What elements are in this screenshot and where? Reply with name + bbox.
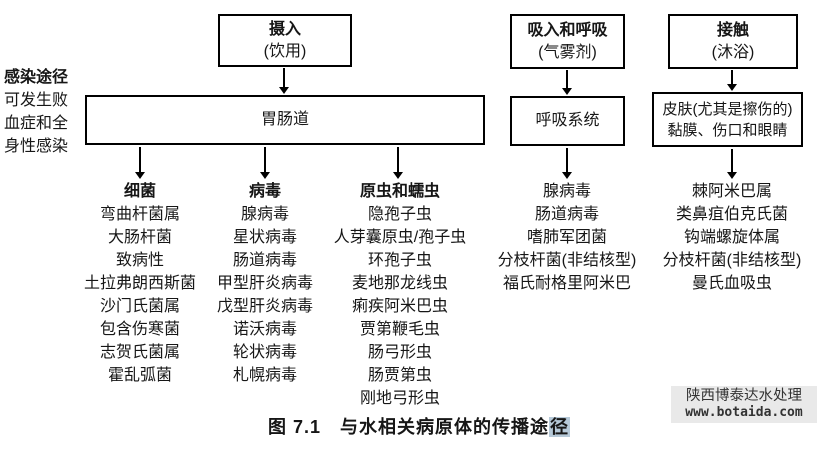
target-box-respiratory: 呼吸系统 bbox=[510, 96, 625, 146]
pathogen-item: 霍乱弧菌 bbox=[107, 367, 172, 384]
pathogen-list: 腺病毒星状病毒肠道病毒甲型肝炎病毒戊型肝炎病毒诺沃病毒轮状病毒札幌病毒 bbox=[190, 203, 340, 387]
route-title: 摄入 bbox=[268, 20, 301, 38]
pathogen-item: 腺病毒 bbox=[542, 183, 591, 200]
pathogen-item: 肠贾第虫 bbox=[367, 367, 432, 384]
route-box-contact: 接触 (沐浴) bbox=[668, 14, 798, 69]
down-arrow-connector bbox=[135, 147, 145, 179]
caption-highlighted-char: 径 bbox=[549, 417, 571, 437]
column-bacteria: 细菌 弯曲杆菌属大肠杆菌致病性土拉弗朗西斯菌沙门氏菌属包含伤寒菌志贺氏菌属霍乱弧… bbox=[55, 180, 225, 387]
down-arrow-connector bbox=[562, 148, 572, 179]
pathogen-item: 贾第鞭毛虫 bbox=[359, 321, 440, 338]
target-label: 呼吸系统 bbox=[535, 112, 600, 129]
pathogen-item: 肠道病毒 bbox=[534, 206, 599, 223]
target-box-skin: 皮肤(尤其是擦伤的) 黏膜、伤口和眼睛 bbox=[652, 92, 803, 147]
route-title: 吸入和呼吸 bbox=[527, 21, 608, 39]
down-arrow-connector bbox=[260, 147, 270, 179]
down-arrow-connector bbox=[727, 149, 737, 179]
pathogen-item: 甲型肝炎病毒 bbox=[216, 275, 313, 292]
pathogen-item: 分枝杆菌(非结核型) bbox=[662, 252, 802, 269]
pathogen-item: 痢疾阿米巴虫 bbox=[351, 298, 448, 315]
pathogen-item: 大肠杆菌 bbox=[107, 229, 172, 246]
pathogen-item: 隐孢子虫 bbox=[367, 206, 432, 223]
target-label-line2: 黏膜、伤口和眼睛 bbox=[667, 121, 788, 139]
pathogen-item: 棘阿米巴属 bbox=[691, 183, 772, 200]
pathogen-item: 肠道病毒 bbox=[232, 252, 297, 269]
pathogen-item: 沙门氏菌属 bbox=[99, 298, 180, 315]
down-arrow-connector bbox=[562, 70, 572, 95]
pathogen-item: 曼氏血吸虫 bbox=[691, 275, 772, 292]
down-arrow-connector bbox=[727, 70, 737, 91]
pathogen-item: 刚地弓形虫 bbox=[359, 390, 440, 407]
pathogen-item: 类鼻疽伯克氏菌 bbox=[675, 206, 788, 223]
pathogen-item: 福氏耐格里阿米巴 bbox=[502, 275, 631, 292]
pathogen-item: 麦地那龙线虫 bbox=[351, 275, 448, 292]
pathogen-item: 轮状病毒 bbox=[232, 344, 297, 361]
route-subtitle: (饮用) bbox=[263, 42, 307, 60]
pathogen-item: 戊型肝炎病毒 bbox=[216, 298, 313, 315]
column-header: 原虫和蠕虫 bbox=[359, 183, 440, 200]
pathogen-item: 星状病毒 bbox=[232, 229, 297, 246]
left-note-line: 血症和全 bbox=[4, 115, 69, 132]
pathogen-item: 钩端螺旋体属 bbox=[683, 229, 780, 246]
target-label: 胃肠道 bbox=[260, 111, 309, 128]
pathogen-list: 弯曲杆菌属大肠杆菌致病性土拉弗朗西斯菌沙门氏菌属包含伤寒菌志贺氏菌属霍乱弧菌 bbox=[55, 203, 225, 387]
route-box-ingestion: 摄入 (饮用) bbox=[218, 14, 352, 67]
pathogen-item: 札幌病毒 bbox=[232, 367, 297, 384]
caption-text: 图 7.1 与水相关病原体的传播途 bbox=[268, 417, 550, 437]
pathogen-list: 棘阿米巴属类鼻疽伯克氏菌钩端螺旋体属分枝杆菌(非结核型) 曼氏血吸虫 bbox=[642, 180, 822, 295]
left-note: 感染途径 可发生败 血症和全 身性感染 bbox=[4, 66, 68, 158]
pathogen-item: 腺病毒 bbox=[240, 206, 289, 223]
pathogen-item: 环孢子虫 bbox=[367, 252, 432, 269]
column-respiratory-pathogens: 腺病毒肠道病毒嗜肺军团菌分枝杆菌(非结核型) 福氏耐格里阿米巴 bbox=[477, 180, 657, 295]
pathogen-item: 弯曲杆菌属 bbox=[99, 206, 180, 223]
target-label-line1: 皮肤(尤其是擦伤的) bbox=[662, 100, 793, 118]
pathogen-item: 致病性 bbox=[115, 252, 164, 269]
watermark-company: 陕西博泰达水处理 bbox=[686, 388, 802, 404]
column-header: 细菌 bbox=[123, 183, 156, 200]
column-protozoa-helminths: 原虫和蠕虫 隐孢子虫人芽囊原虫/孢子虫环孢子虫麦地那龙线虫痢疾阿米巴虫贾第鞭毛虫… bbox=[310, 180, 490, 410]
down-arrow-connector bbox=[279, 68, 289, 94]
route-subtitle: (沐浴) bbox=[711, 43, 755, 61]
pathogen-item: 土拉弗朗西斯菌 bbox=[83, 275, 196, 292]
pathogen-item: 嗜肺军团菌 bbox=[526, 229, 607, 246]
target-box-gi-tract: 胃肠道 bbox=[85, 95, 485, 145]
left-note-line: 可发生败 bbox=[4, 92, 69, 109]
column-header: 病毒 bbox=[248, 183, 281, 200]
pathogen-item: 人芽囊原虫/孢子虫 bbox=[333, 229, 467, 246]
left-note-line: 身性感染 bbox=[4, 138, 69, 155]
pathogen-list: 腺病毒肠道病毒嗜肺军团菌分枝杆菌(非结核型) 福氏耐格里阿米巴 bbox=[477, 180, 657, 295]
left-note-title: 感染途径 bbox=[4, 69, 69, 86]
pathogen-item: 包含伤寒菌 bbox=[99, 321, 180, 338]
figure-caption: 图 7.1 与水相关病原体的传播途径 bbox=[268, 413, 571, 439]
watermark: 陕西博泰达水处理 www.botaida.com bbox=[671, 386, 817, 423]
watermark-url: www.botaida.com bbox=[685, 405, 803, 420]
column-viruses: 病毒 腺病毒星状病毒肠道病毒甲型肝炎病毒戊型肝炎病毒诺沃病毒轮状病毒札幌病毒 bbox=[190, 180, 340, 387]
pathogen-item: 分枝杆菌(非结核型) bbox=[497, 252, 637, 269]
pathogen-item: 志贺氏菌属 bbox=[99, 344, 180, 361]
pathogen-item: 诺沃病毒 bbox=[232, 321, 297, 338]
pathogen-list: 隐孢子虫人芽囊原虫/孢子虫环孢子虫麦地那龙线虫痢疾阿米巴虫贾第鞭毛虫肠弓形虫肠贾… bbox=[310, 203, 490, 410]
route-box-inhalation: 吸入和呼吸 (气雾剂) bbox=[510, 14, 625, 69]
pathogen-item: 肠弓形虫 bbox=[367, 344, 432, 361]
down-arrow-connector bbox=[393, 147, 403, 179]
route-title: 接触 bbox=[716, 21, 749, 39]
column-contact-pathogens: 棘阿米巴属类鼻疽伯克氏菌钩端螺旋体属分枝杆菌(非结核型) 曼氏血吸虫 bbox=[642, 180, 822, 295]
route-subtitle: (气雾剂) bbox=[538, 43, 597, 61]
